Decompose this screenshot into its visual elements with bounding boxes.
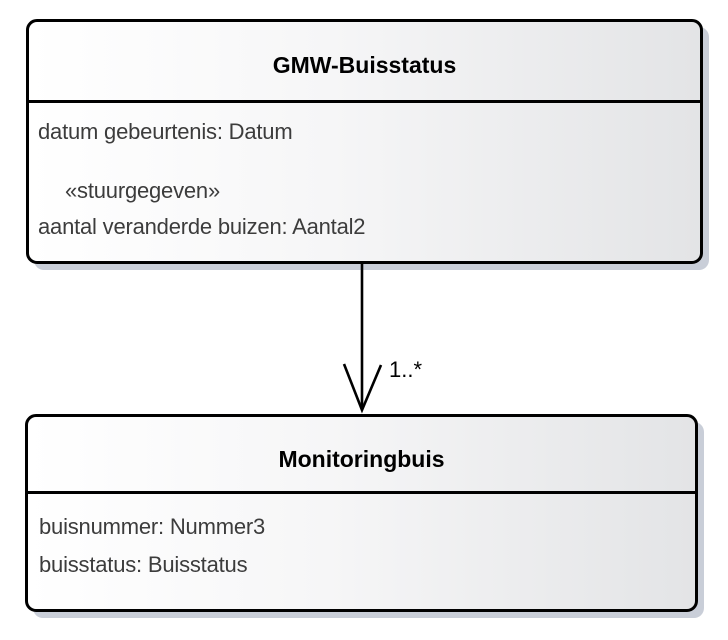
class-box-gmw-buisstatus[interactable]: GMW-Buisstatus datum gebeurtenis: Datum … [26,19,703,264]
class-box-monitoringbuis[interactable]: Monitoringbuis buisnummer: Nummer3 buiss… [25,414,698,612]
attribute-aantal-veranderde-buizen: aantal veranderde buizen: Aantal2 [38,214,366,239]
class-title-gmw-buisstatus: GMW-Buisstatus [29,22,700,103]
stereotype-stuurgegeven: «stuurgegeven» [65,178,220,203]
multiplicity-label: 1..* [389,357,423,382]
attribute-buisstatus: buisstatus: Buisstatus [39,552,248,577]
attribute-buisnummer: buisnummer: Nummer3 [39,514,266,539]
attribute-compartment: buisnummer: Nummer3 buisstatus: Buisstat… [28,494,695,584]
attribute-datum-gebeurtenis: datum gebeurtenis: Datum [38,119,293,144]
open-arrowhead-icon [342,363,383,414]
attribute-compartment: datum gebeurtenis: Datum «stuurgegeven» … [29,103,700,243]
class-title-monitoringbuis: Monitoringbuis [28,417,695,494]
